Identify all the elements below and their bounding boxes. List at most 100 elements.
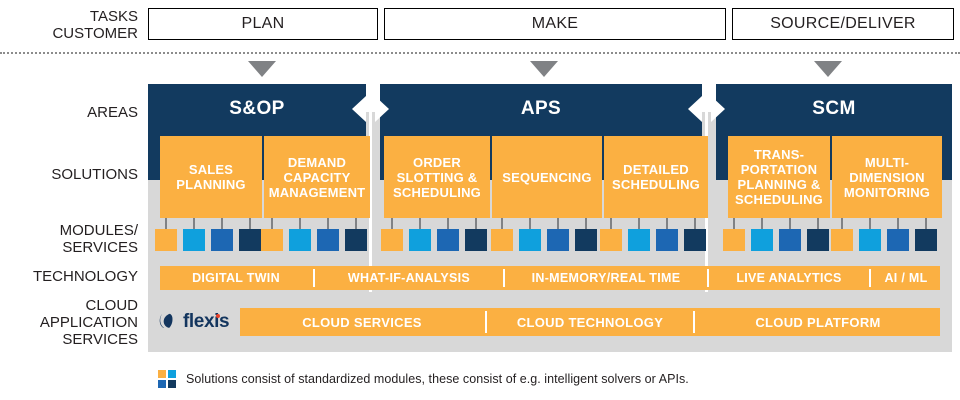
task-box-source-deliver[interactable]: SOURCE/DELIVER [732, 8, 954, 40]
area-label-aps: APS [520, 98, 562, 119]
module-square-4-1[interactable] [491, 229, 513, 251]
module-connector-5-3 [666, 218, 668, 230]
down-arrow-icon-3 [814, 61, 842, 77]
solution-box-trans-portation-planning-scheduling[interactable]: TRANS- PORTATION PLANNING & SCHEDULING [728, 136, 830, 218]
module-connector-2-3 [327, 218, 329, 230]
solution-box-demand-capacity-management[interactable]: DEMAND CAPACITY MANAGEMENT [264, 136, 370, 218]
module-square-7-1[interactable] [831, 229, 853, 251]
legend-swatch-dark-navy [168, 380, 176, 388]
task-box-make[interactable]: MAKE [384, 8, 726, 40]
solution-box-sales-planning[interactable]: SALES PLANNING [160, 136, 262, 218]
row-label-tasks-customer: TASKS CUSTOMER [52, 8, 138, 42]
module-square-7-4[interactable] [915, 229, 937, 251]
module-connector-2-4 [355, 218, 357, 230]
cloud-item-cloud-platform[interactable]: CLOUD PLATFORM [755, 314, 881, 330]
technology-divider-1 [313, 269, 315, 287]
down-arrow-icon-2 [530, 61, 558, 77]
technology-divider-4 [869, 269, 871, 287]
module-connector-1-4 [249, 218, 251, 230]
technology-divider-3 [707, 269, 709, 287]
module-connector-3-1 [391, 218, 393, 230]
module-square-3-4[interactable] [465, 229, 487, 251]
arrow-right-icon-1 [375, 96, 389, 122]
module-square-3-3[interactable] [437, 229, 459, 251]
module-square-2-3[interactable] [317, 229, 339, 251]
module-connector-6-1 [733, 218, 735, 230]
module-square-1-3[interactable] [211, 229, 233, 251]
technology-bar [160, 266, 940, 290]
module-connector-3-2 [419, 218, 421, 230]
module-connector-1-2 [193, 218, 195, 230]
module-connector-7-1 [841, 218, 843, 230]
module-square-6-2[interactable] [751, 229, 773, 251]
flexis-logo: flexis [158, 310, 234, 334]
module-square-1-1[interactable] [155, 229, 177, 251]
solution-box-detailed-scheduling[interactable]: DETAILED SCHEDULING [604, 136, 708, 218]
module-square-1-4[interactable] [239, 229, 261, 251]
module-connector-3-4 [475, 218, 477, 230]
module-square-2-1[interactable] [261, 229, 283, 251]
section-divider [0, 52, 960, 54]
flexis-droplet-icon [159, 313, 173, 328]
arrow-left-icon-2 [688, 96, 702, 122]
module-square-5-3[interactable] [656, 229, 678, 251]
technology-item-live-analytics[interactable]: LIVE ANALYTICS [736, 271, 842, 285]
module-connector-7-3 [897, 218, 899, 230]
technology-item-in-memory-real-time[interactable]: IN-MEMORY/REAL TIME [531, 271, 681, 285]
solution-box-multi-dimension-monitoring[interactable]: MULTI- DIMENSION MONITORING [832, 136, 942, 218]
row-label-modules-services: MODULES/ SERVICES [59, 222, 138, 256]
legend-module-swatches [158, 370, 177, 389]
module-square-2-2[interactable] [289, 229, 311, 251]
module-square-4-3[interactable] [547, 229, 569, 251]
row-label-cloud-application-services: CLOUD APPLICATION SERVICES [39, 297, 138, 348]
module-square-4-2[interactable] [519, 229, 541, 251]
technology-item-digital-twin[interactable]: DIGITAL TWIN [192, 271, 280, 285]
module-connector-5-4 [694, 218, 696, 230]
module-square-7-3[interactable] [887, 229, 909, 251]
module-square-6-4[interactable] [807, 229, 829, 251]
module-connector-5-1 [610, 218, 612, 230]
area-label-s-op: S&OP [229, 98, 285, 119]
technology-item-ai-ml[interactable]: AI / ML [884, 271, 928, 285]
cloud-item-cloud-services[interactable]: CLOUD SERVICES [302, 314, 422, 330]
cloud-divider-1 [485, 311, 487, 333]
technology-divider-2 [503, 269, 505, 287]
module-square-4-4[interactable] [575, 229, 597, 251]
module-square-5-4[interactable] [684, 229, 706, 251]
module-square-6-1[interactable] [723, 229, 745, 251]
module-connector-4-3 [557, 218, 559, 230]
module-square-5-1[interactable] [600, 229, 622, 251]
module-connector-7-2 [869, 218, 871, 230]
cloud-item-cloud-technology[interactable]: CLOUD TECHNOLOGY [516, 314, 664, 330]
task-box-plan[interactable]: PLAN [148, 8, 378, 40]
row-label-solutions: SOLUTIONS [51, 166, 138, 183]
module-connector-3-3 [447, 218, 449, 230]
cloud-bar [240, 308, 940, 336]
area-separator-line-1 [369, 84, 372, 292]
legend-note: Solutions consist of standardized module… [186, 372, 689, 386]
module-square-1-2[interactable] [183, 229, 205, 251]
module-square-2-4[interactable] [345, 229, 367, 251]
solution-box-order-slotting-scheduling[interactable]: ORDER SLOTTING & SCHEDULING [384, 136, 490, 218]
row-label-technology: TECHNOLOGY [32, 268, 138, 285]
cloud-divider-2 [693, 311, 695, 333]
flexis-logo-dot [216, 314, 220, 318]
arrow-left-icon-1 [352, 96, 366, 122]
module-square-3-1[interactable] [381, 229, 403, 251]
module-connector-6-3 [789, 218, 791, 230]
module-connector-7-4 [925, 218, 927, 230]
down-arrow-icon-1 [248, 61, 276, 77]
module-connector-2-1 [271, 218, 273, 230]
module-square-5-2[interactable] [628, 229, 650, 251]
module-connector-4-4 [585, 218, 587, 230]
solution-box-sequencing[interactable]: SEQUENCING [492, 136, 602, 218]
module-square-3-2[interactable] [409, 229, 431, 251]
module-square-6-3[interactable] [779, 229, 801, 251]
module-connector-1-1 [165, 218, 167, 230]
technology-item-what-if-analysis[interactable]: WHAT-IF-ANALYSIS [347, 271, 471, 285]
module-connector-6-2 [761, 218, 763, 230]
row-label-areas: AREAS [87, 104, 138, 121]
module-square-7-2[interactable] [859, 229, 881, 251]
area-label-scm: SCM [812, 98, 856, 119]
